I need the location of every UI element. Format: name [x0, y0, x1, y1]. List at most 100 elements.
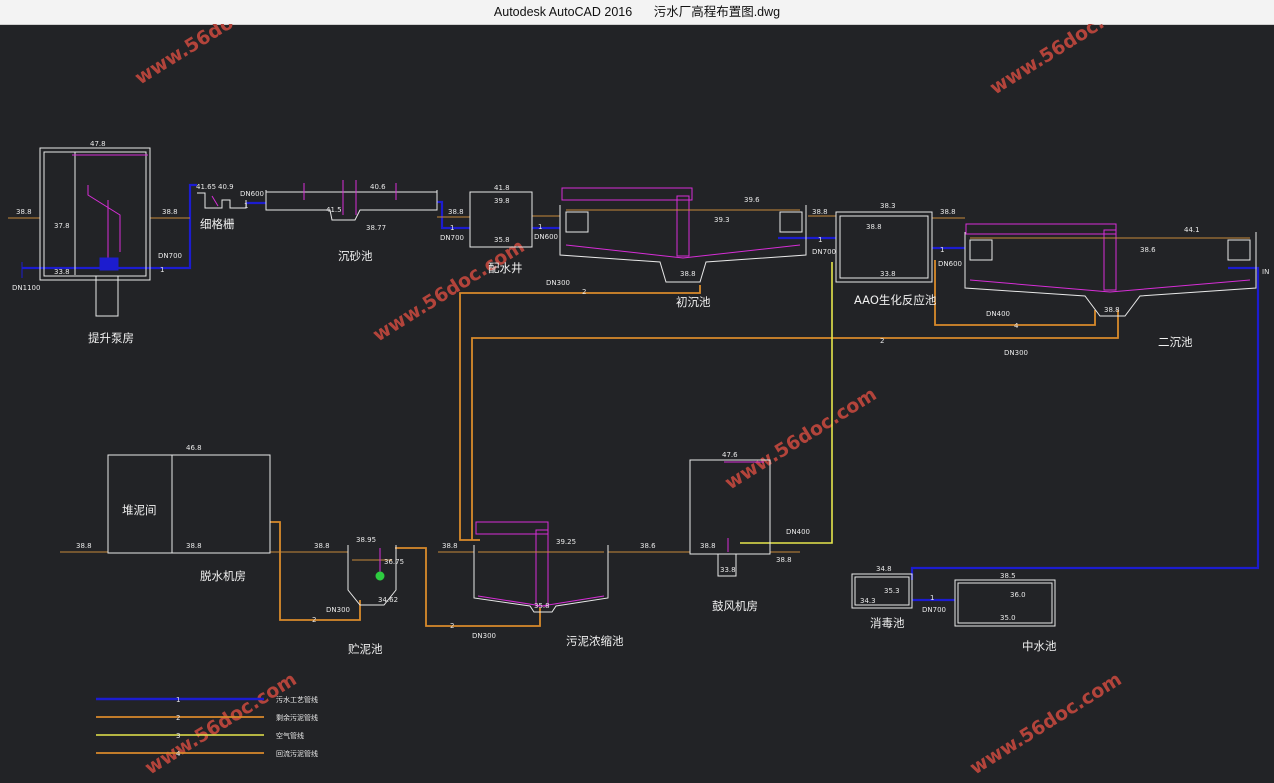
disinfection-tank-level: 35.3	[884, 587, 900, 595]
aao-reactor-label: AAO生化反应池	[854, 293, 937, 307]
grit-chamber-arrow: 1	[450, 224, 454, 232]
watermark: www.56doc.com	[721, 383, 881, 494]
aao-reactor-right-level: 38.8	[940, 208, 956, 216]
distribution-well-level: 39.8	[494, 197, 510, 205]
file-name: 污水厂高程布置图.dwg	[653, 5, 781, 19]
blower-room[interactable]	[689, 459, 771, 577]
pump-house-left-level: 38.8	[16, 208, 32, 216]
primary-clarifier-top: 39.6	[744, 196, 760, 204]
sludge-storage-arrow: 2	[312, 616, 316, 624]
legend-label: 空气管线	[276, 731, 304, 740]
blower-room-right-level: 38.8	[776, 556, 792, 564]
fine-screen-elev-b: 40.9	[218, 183, 234, 191]
primary-clarifier-label: 初沉池	[676, 295, 711, 309]
fine-screen[interactable]	[197, 192, 247, 209]
sludge-storage-bottom: 34.62	[378, 596, 398, 604]
distribution-well-left-level: 38.8	[448, 208, 464, 216]
sludge-storage-tank[interactable]	[347, 545, 397, 606]
return-sludge-pipe-size: DN300	[1004, 349, 1028, 357]
legend-arrow: 3	[176, 732, 180, 740]
legend-arrow: 1	[176, 696, 180, 704]
secondary-clarifier-pipe: DN400	[986, 310, 1010, 318]
primary-sludge-arrow: 2	[582, 288, 586, 296]
title-bar: Autodesk AutoCAD 2016 污水厂高程布置图.dwg	[0, 0, 1274, 25]
legend-label: 回流污泥管线	[276, 749, 318, 758]
return-sludge-arrow: 2	[880, 337, 884, 345]
pump-house-pipe: DN700	[158, 252, 182, 260]
pump-house-inlet-pipe: DN1100	[12, 284, 40, 292]
aao-reactor-arrow: 1	[940, 246, 944, 254]
legend: 1 污水工艺管线 2 剩余污泥管线 3 空气管线 4 回流污泥管线	[96, 695, 318, 758]
grit-chamber-bottom-a: 41.5	[326, 206, 342, 214]
disinfection-tank-pipe: DN700	[922, 606, 946, 614]
aao-reactor-level: 38.8	[866, 223, 882, 231]
reuse-tank-top: 38.5	[1000, 572, 1016, 580]
disinfection-tank[interactable]	[851, 573, 913, 609]
primary-clarifier-pipe: DN700	[812, 248, 836, 256]
sludge-thickener[interactable]	[473, 521, 609, 613]
pump-house[interactable]	[21, 147, 151, 317]
aao-reactor-top: 38.3	[880, 202, 896, 210]
sewage-pipeline	[22, 183, 1260, 602]
primary-clarifier-right-level: 38.8	[812, 208, 828, 216]
watermark: www.56doc.com	[966, 668, 1126, 779]
legend-item: 4 回流污泥管线	[96, 749, 318, 758]
legend-arrow: 2	[176, 714, 180, 722]
legend-arrow: 4	[176, 750, 181, 758]
aao-reactor-pipe: DN600	[938, 260, 962, 268]
disinfection-tank-top: 34.8	[876, 565, 892, 573]
app-title: Autodesk AutoCAD 2016	[493, 5, 633, 19]
sludge-storage-top: 38.95	[356, 536, 376, 544]
pump-house-top-elev: 47.8	[90, 140, 106, 148]
watermark: www.56doc.com	[986, 24, 1146, 99]
legend-item: 2 剩余污泥管线	[96, 713, 318, 722]
primary-clarifier-arrow: 1	[818, 236, 822, 244]
sludge-dewatering-level: 38.8	[186, 542, 202, 550]
pump-house-bottom-elev: 33.8	[54, 268, 70, 276]
sludge-pipeline	[270, 260, 1119, 627]
primary-clarifier-level: 39.3	[714, 216, 730, 224]
sludge-dewatering-top: 46.8	[186, 444, 202, 452]
secondary-clarifier-label: 二沉池	[1158, 335, 1193, 349]
pump-house-arrow: 1	[160, 266, 164, 274]
aao-reactor[interactable]	[835, 211, 933, 283]
pump-house-label: 提升泵房	[88, 331, 134, 345]
secondary-clarifier-arrow: 4	[1014, 322, 1019, 330]
sludge-thickener-label: 污泥浓缩池	[566, 634, 624, 648]
sludge-storage-pipe: DN300	[326, 606, 350, 614]
ground-lines	[8, 215, 965, 553]
sludge-storage-label: 贮泥池	[348, 642, 383, 656]
reuse-tank-level: 36.0	[1010, 591, 1026, 599]
secondary-clarifier-level: 38.6	[1140, 246, 1156, 254]
sludge-thickener-left-level: 38.8	[442, 542, 458, 550]
sludge-thickener-right-level: 38.6	[640, 542, 656, 550]
sludge-pile-room-label: 堆泥间	[122, 503, 157, 517]
cad-drawing: www.56doc.com www.56doc.com www.56doc.co…	[8, 0, 1269, 779]
primary-clarifier[interactable]	[559, 187, 807, 283]
sludge-storage-left-level: 38.8	[314, 542, 330, 550]
sludge-thickener-arrow: 2	[450, 622, 454, 630]
watermark: www.56doc.com	[369, 235, 529, 346]
grit-chamber-bottom-b: 38.77	[366, 224, 386, 232]
primary-sludge-pipe-size: DN300	[546, 279, 570, 287]
fine-screen-level: 38.8	[162, 208, 178, 216]
grit-chamber-label: 沉砂池	[338, 249, 373, 263]
grit-chamber-pipe: DN700	[440, 234, 464, 242]
sludge-dewatering-label: 脱水机房	[200, 569, 246, 583]
reuse-water-tank[interactable]	[954, 579, 1056, 627]
sludge-dewatering-left-level: 38.8	[76, 542, 92, 550]
legend-label: 剩余污泥管线	[276, 713, 318, 722]
blower-room-pipe: DN400	[786, 528, 810, 536]
secondary-clarifier-top: 44.1	[1184, 226, 1200, 234]
secondary-clarifier[interactable]	[964, 223, 1257, 317]
distribution-well[interactable]	[469, 191, 533, 248]
distribution-well-bottom: 35.8	[494, 236, 510, 244]
disinfection-tank-label: 消毒池	[870, 616, 905, 630]
aao-reactor-bottom: 33.8	[880, 270, 896, 278]
pump-house-water-level: 37.8	[54, 222, 70, 230]
sludge-dewatering-room[interactable]	[107, 454, 271, 554]
grit-chamber[interactable]	[265, 180, 438, 221]
distribution-well-label: 配水井	[488, 261, 523, 275]
legend-label: 污水工艺管线	[276, 695, 318, 704]
